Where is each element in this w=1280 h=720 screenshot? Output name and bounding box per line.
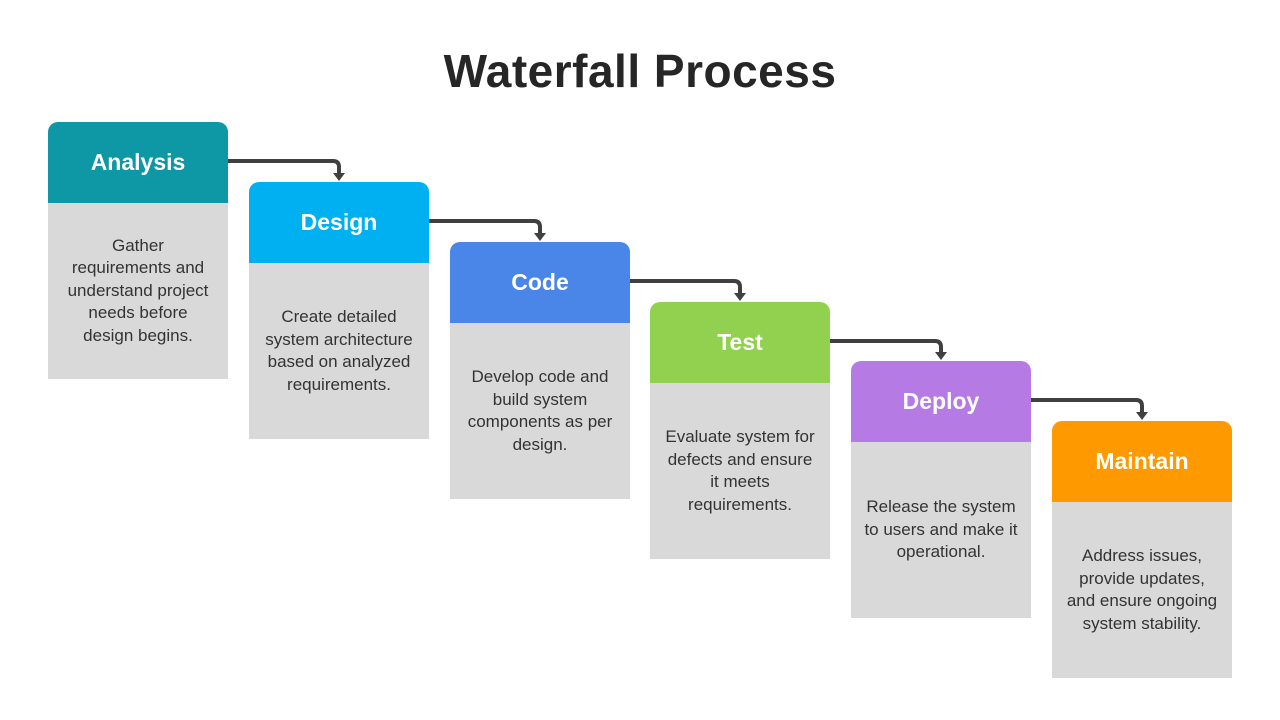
step-design: Design Create detailed system architectu… [249,182,429,439]
step-deploy: Deploy Release the system to users and m… [851,361,1031,618]
connector-line [228,159,341,175]
step-header: Design [249,182,429,263]
step-header: Deploy [851,361,1031,442]
step-description: Gather requirements and understand proje… [67,235,209,345]
step-description: Release the system to users and make it … [864,497,1018,562]
step-code: Code Develop code and build system compo… [450,242,630,499]
arrowhead-icon [333,173,345,181]
step-description-box: Evaluate system for defects and ensure i… [650,383,830,559]
step-description: Develop code and build system components… [467,367,613,454]
arrowhead-icon [534,233,546,241]
step-test: Test Evaluate system for defects and ens… [650,302,830,559]
step-label: Design [300,209,378,235]
step-description-box: Develop code and build system components… [450,323,630,499]
arrowhead-icon [734,293,746,301]
arrowhead-icon [935,352,947,360]
connector-line [830,339,943,354]
step-header: Maintain [1052,421,1232,502]
step-description-box: Create detailed system architecture base… [249,263,429,439]
step-label: Test [717,329,763,355]
step-label: Maintain [1095,448,1189,474]
step-analysis: Analysis Gather requirements and underst… [48,122,228,379]
step-description-box: Gather requirements and understand proje… [48,203,228,379]
step-header: Analysis [48,122,228,203]
page-title: Waterfall Process [443,45,837,97]
step-label: Analysis [90,149,186,175]
step-description-box: Address issues, provide updates, and ens… [1052,502,1232,678]
connector-line [630,279,742,295]
connector-line [429,219,542,235]
step-label: Code [511,269,569,295]
step-description-box: Release the system to users and make it … [851,442,1031,618]
step-maintain: Maintain Address issues, provide updates… [1052,421,1232,678]
step-description: Address issues, provide updates, and ens… [1066,546,1218,633]
step-header: Code [450,242,630,323]
step-description: Evaluate system for defects and ensure i… [665,427,815,514]
connector-line [1031,398,1144,414]
step-header: Test [650,302,830,383]
step-label: Deploy [902,388,980,414]
arrowhead-icon [1136,412,1148,420]
step-description: Create detailed system architecture base… [265,307,413,394]
